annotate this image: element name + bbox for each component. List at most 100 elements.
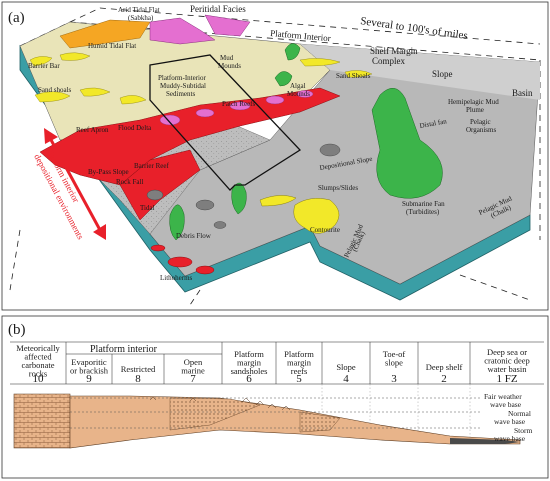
zone-2-name-line: or brackish xyxy=(70,366,109,376)
label-rock-fall: Rock Fall xyxy=(116,178,143,186)
wave-base-lines xyxy=(70,397,480,429)
label-debris-flow: Debris Flow xyxy=(176,232,212,240)
contourite-yellow xyxy=(293,198,340,234)
label-turbidites: (Turbidites) xyxy=(406,208,440,216)
reef-mounds-pink xyxy=(159,90,314,126)
zone-6-name-line: reefs xyxy=(291,366,308,376)
evaporite-pink-2 xyxy=(204,14,251,37)
zone-8-name-line: slope xyxy=(385,358,403,368)
label-pim-1: Platform-Interior xyxy=(158,74,206,82)
label-pim-3: Sediments xyxy=(166,90,195,98)
label-peritidal-facies: Peritidal Facies xyxy=(190,4,246,14)
cross-section xyxy=(13,384,521,449)
zone-number: 1 FZ xyxy=(496,373,517,385)
panel-a: (a) Several to 100's of miles Peritidal … xyxy=(1,1,549,311)
zone-5-name-line: sandsholes xyxy=(231,366,268,376)
zone-4-name-line: Open xyxy=(184,357,203,367)
platform-arrow xyxy=(44,128,106,240)
wave-base-normal-2: wave base xyxy=(494,417,526,426)
zone-10-name-line: cratonic deep xyxy=(484,356,530,366)
label-sand-shoals-right: Sand Shoals xyxy=(336,72,371,80)
zone-number: 4 xyxy=(343,373,349,385)
platform-interior-header: Platform interior xyxy=(90,344,158,355)
label-contourite: Contourite xyxy=(310,226,340,234)
label-shelf-margin: Shelf Margin xyxy=(370,46,418,56)
zone-4-name-line: marine xyxy=(181,366,205,376)
label-slope: Slope xyxy=(432,69,453,79)
label-arid-tidal-flat: Arid Tidal Flat xyxy=(118,6,160,14)
zone-extension-lines xyxy=(321,384,471,438)
label-sand-shoals: Sand shoals xyxy=(38,86,72,94)
panel-b-label: (b) xyxy=(8,322,26,338)
zone-7-name-line: Slope xyxy=(336,362,356,372)
zone-5-name-line: margin xyxy=(237,358,262,368)
label-pelagic: Pelagic xyxy=(470,118,491,126)
zone-9-name-line: Deep shelf xyxy=(426,362,463,372)
bypass-slope-red xyxy=(119,149,201,221)
slope-sands xyxy=(299,411,341,433)
label-sabkha: (Sabkha) xyxy=(128,14,154,22)
zone-5-name-line: Platform xyxy=(234,349,264,359)
lithoherms-red xyxy=(150,244,215,275)
label-flood-delta: Flood Delta xyxy=(118,124,152,132)
zone-6-name-line: margin xyxy=(287,358,312,368)
zone-1-name-line: carbonate xyxy=(21,360,54,370)
zone-dividers xyxy=(65,342,471,384)
zone-number: 9 xyxy=(86,373,92,385)
wave-base-fair-2: wave base xyxy=(490,400,522,409)
label-complex: Complex xyxy=(372,56,405,66)
zone-3-name-line: Restricted xyxy=(121,364,156,374)
wave-base-storm-1: Storm xyxy=(514,426,533,435)
evaporite-pink xyxy=(149,17,216,45)
label-humid-tidal-flat: Humid Tidal Flat xyxy=(88,42,136,50)
wave-base-storm-2: wave base xyxy=(494,434,526,443)
label-algal: Algal xyxy=(290,82,306,90)
wave-base-fair-1: Fair weather xyxy=(484,392,522,401)
platform-sands xyxy=(169,397,261,431)
label-plume: Plume xyxy=(466,106,484,114)
zone-8-name-line: Toe-of xyxy=(383,349,406,359)
contourite-yellow-2 xyxy=(259,195,297,207)
label-reef-apron: Reef Apron xyxy=(76,126,109,134)
zone-2-name-line: Evaporitic xyxy=(71,357,107,367)
green-features xyxy=(169,43,443,241)
label-algal-mounds: Mounds xyxy=(287,90,310,98)
sabkha-zone xyxy=(59,19,151,49)
zone-10-name-line: water basin xyxy=(488,364,528,374)
slope-upper xyxy=(300,44,540,100)
panel-a-label: (a) xyxy=(8,10,25,26)
sand-shoals-yellow xyxy=(29,52,373,105)
label-submarine-fan: Submarine Fan xyxy=(402,200,445,208)
zone-number: 10 xyxy=(33,373,45,385)
basin-mud xyxy=(450,438,520,444)
label-mud: Mud xyxy=(220,54,234,62)
label-hemipelagic: Hemipelagic Mud xyxy=(448,98,499,106)
label-lithoherms: Lithoherms xyxy=(160,274,193,282)
zone-10-name-line: Deep sea or xyxy=(487,347,527,357)
label-barrier-reef: Barrier Reef xyxy=(134,162,169,170)
label-tidal: Tidal xyxy=(140,204,155,212)
zone-1-name-line: Meteorically xyxy=(16,343,60,353)
label-patch-reefs: Patch Reefs xyxy=(222,100,256,108)
zoom-outline-box xyxy=(149,54,302,191)
meteoric-brick-block xyxy=(13,393,71,449)
label-bypass-slope: By-Pass Slope xyxy=(88,168,129,176)
zone-1-name-line: rocks xyxy=(29,369,47,379)
label-mounds: Mounds xyxy=(218,62,241,70)
zone-number: 5 xyxy=(296,373,302,385)
label-organisms: Organisms xyxy=(466,126,496,134)
zone-number: 2 xyxy=(441,373,447,385)
reef-symbols xyxy=(149,396,291,411)
wave-base-normal-1: Normal xyxy=(508,409,531,418)
label-basin: Basin xyxy=(512,88,533,98)
zone-6-name-line: Platform xyxy=(284,349,314,359)
label-slumps-slides: Slumps/Slides xyxy=(318,184,358,192)
label-pim-2: Muddy-Subtidal xyxy=(160,82,206,90)
zone-number: 3 xyxy=(391,373,397,385)
zone-1-name-line: affected xyxy=(24,352,52,362)
debris-blocks xyxy=(146,143,341,229)
zone-number: 6 xyxy=(246,373,252,385)
